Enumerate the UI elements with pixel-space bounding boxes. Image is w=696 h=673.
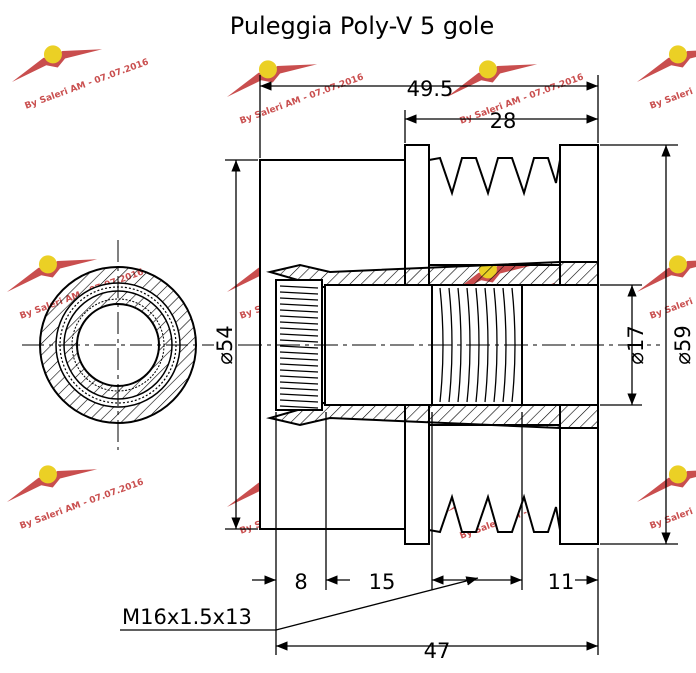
thread-line	[279, 399, 319, 403]
svg-text:By Saleri AM - 07.07.2016: By Saleri AM - 07.07.2016	[649, 267, 696, 321]
watermark-logo: By Saleri AM - 07.07.2016	[11, 45, 150, 112]
thread-line	[279, 345, 319, 349]
thread-lines	[279, 285, 319, 409]
drawing-title: Puleggia Poly-V 5 gole	[230, 12, 494, 40]
thread-line	[279, 357, 319, 361]
thread-line	[279, 297, 319, 301]
dim-diameter-17: ⌀17	[624, 325, 648, 364]
watermark-logo: By Saleri AM - 07.07.2016	[636, 465, 696, 532]
thread-line	[279, 309, 319, 313]
thread-line	[279, 363, 319, 367]
thread-line	[279, 327, 319, 331]
thread-line	[279, 381, 319, 385]
dim-diameter-54: ⌀54	[213, 325, 237, 364]
watermark-logo: By Saleri AM - 07.07.2016	[6, 465, 145, 532]
thread-line	[279, 393, 319, 397]
thread-line	[279, 321, 319, 325]
thread-line	[279, 375, 319, 379]
dim-seg-right: 11	[548, 570, 575, 594]
thread-line	[279, 285, 319, 289]
thread-line	[279, 369, 319, 373]
thread-line	[279, 303, 319, 307]
watermark-logo: By Saleri AM - 07.07.2016	[636, 255, 696, 322]
watermark-logo: By Saleri AM - 07.07.2016	[226, 60, 365, 127]
thread-line	[279, 291, 319, 295]
end-view	[22, 240, 214, 450]
thread-line	[279, 387, 319, 391]
svg-text:By Saleri AM - 07.07.2016: By Saleri AM - 07.07.2016	[649, 477, 696, 531]
dim-diameter-59: ⌀59	[671, 325, 695, 364]
dimensions	[120, 75, 678, 655]
dim-seg-mid: 15	[369, 570, 396, 594]
thread-line	[279, 351, 319, 355]
watermark-logo: By Saleri AM - 07.07.2016	[636, 45, 696, 112]
dim-seg-left: 8	[294, 570, 307, 594]
thread-callout: M16x1.5x13	[122, 605, 252, 629]
dim-overall-bottom: 47	[424, 639, 451, 663]
thread-line	[279, 405, 319, 409]
dim-overall-top: 49.5	[407, 77, 454, 101]
dim-pulley-width: 28	[490, 109, 517, 133]
thread-line	[279, 333, 319, 337]
thread-line	[279, 315, 319, 319]
svg-text:By Saleri AM - 07.07.2016: By Saleri AM - 07.07.2016	[649, 57, 696, 111]
thread-line	[279, 339, 319, 343]
